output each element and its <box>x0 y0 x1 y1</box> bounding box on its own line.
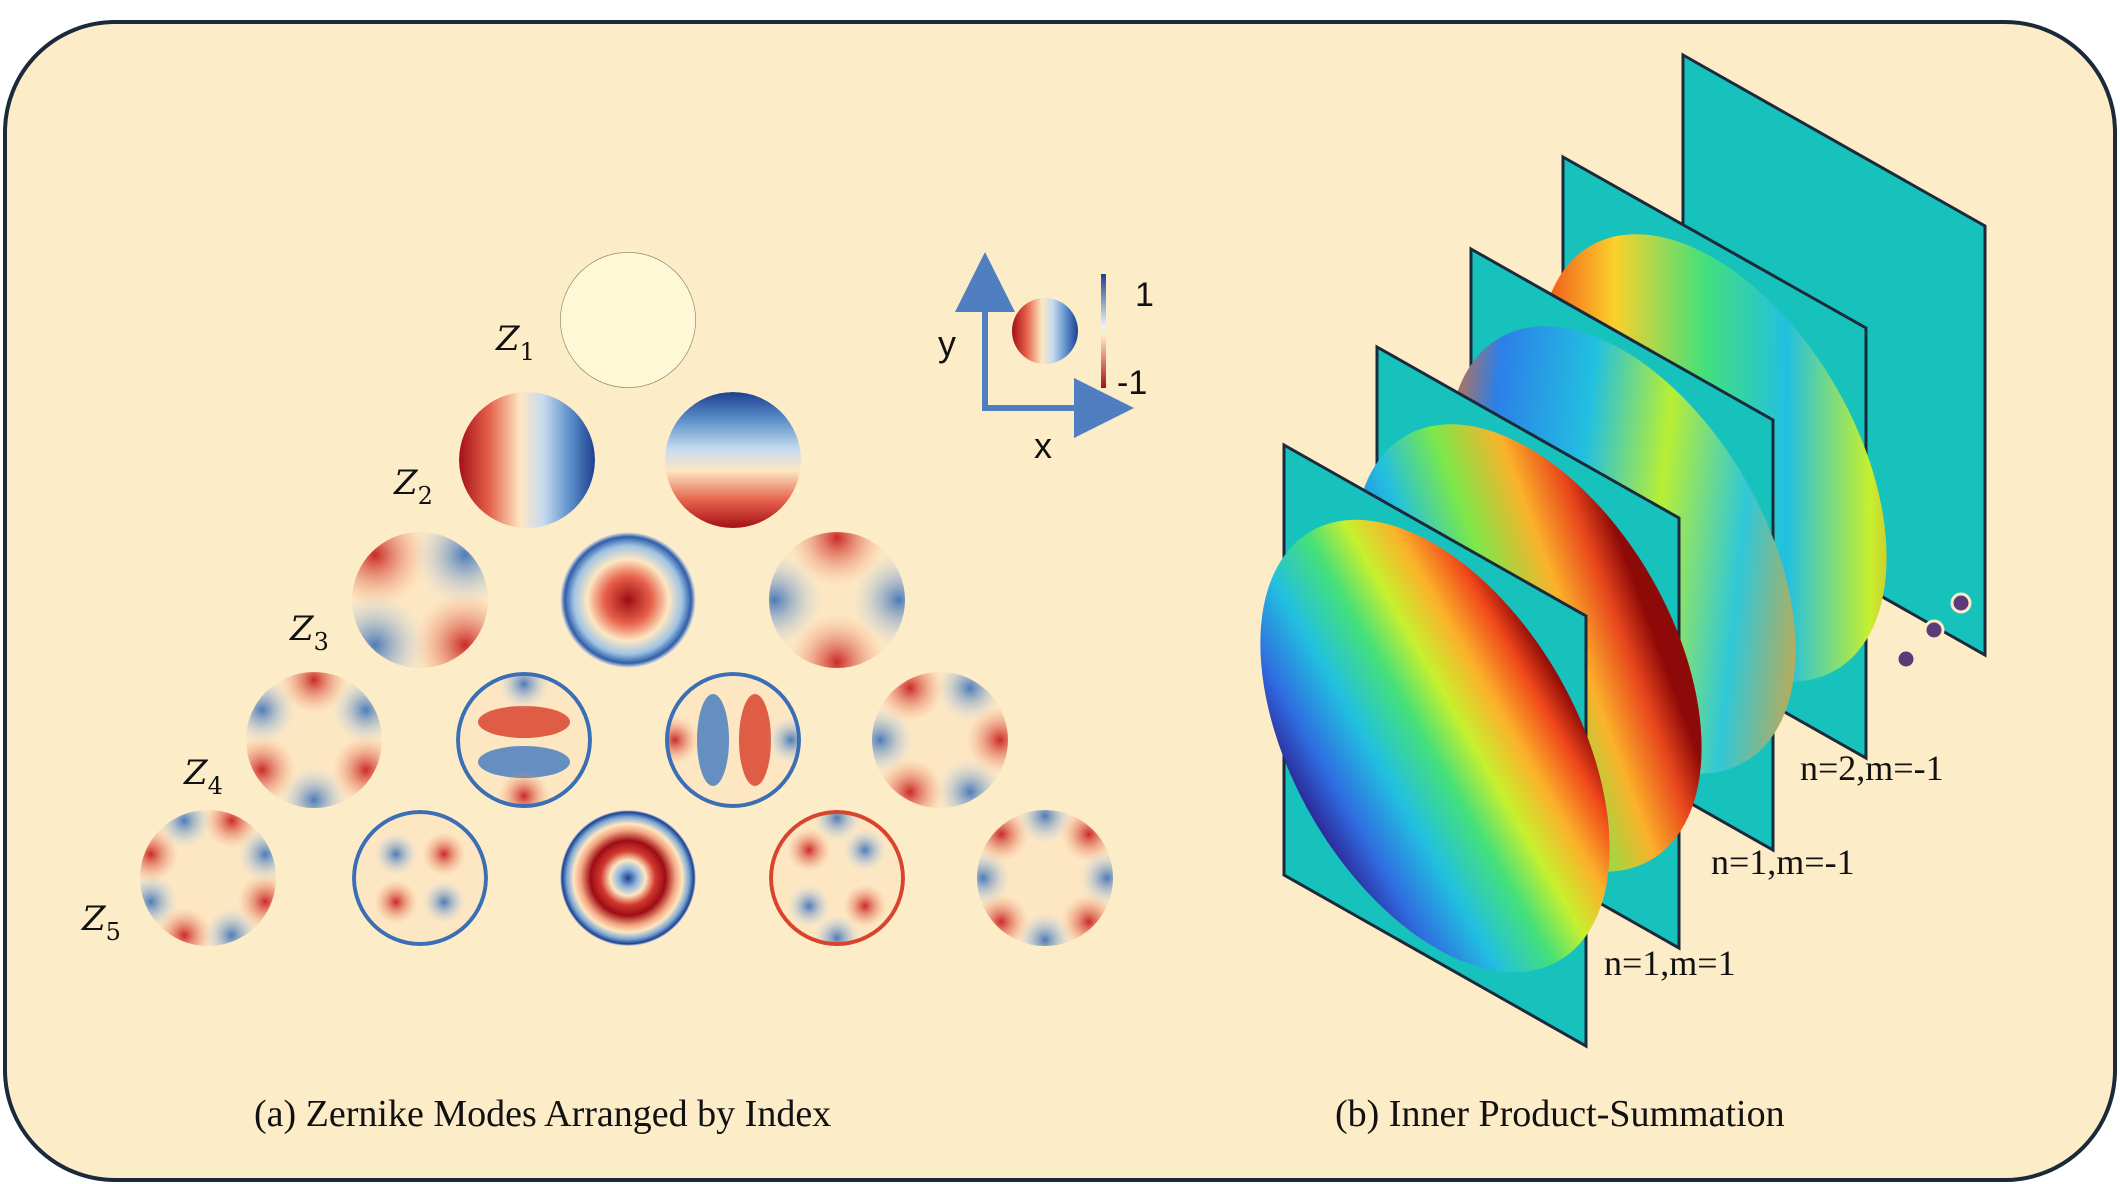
row-label-z1: Z1 <box>495 319 535 366</box>
caption-panel-a: (a) Zernike Modes Arranged by Index <box>254 1093 831 1135</box>
continuation-dot <box>1895 648 1917 670</box>
row-label-z4: Z4 <box>183 753 223 800</box>
plane-label-2: n=1,m=-1 <box>1711 842 1855 882</box>
scale-min-label: -1 <box>1117 364 1147 402</box>
mode-z4-4 <box>872 672 1008 808</box>
mode-z5-4 <box>769 810 905 946</box>
row-label-z5: Z5 <box>81 899 121 946</box>
mode-z5-2 <box>352 810 488 946</box>
mode-z4-3 <box>665 672 801 808</box>
mode-z5-3 <box>560 810 696 946</box>
mode-z5-1 <box>140 810 276 946</box>
continuation-dot <box>1950 592 1972 614</box>
zernike-mode-grid <box>140 252 1113 946</box>
inset-sample-mode <box>1012 298 1078 364</box>
panel-b: n=1,m=1 n=1,m=-1 n=2,m=-1 (b) Inner Prod… <box>1260 52 1987 1135</box>
mode-z5-5 <box>977 810 1113 946</box>
row-label-z2: Z2 <box>393 463 433 510</box>
scale-max-label: 1 <box>1135 276 1154 314</box>
svg-text:Z4: Z4 <box>183 753 223 800</box>
continuation-dot <box>1923 619 1945 641</box>
svg-text:Z1: Z1 <box>495 319 535 366</box>
mode-z3-3 <box>769 532 905 668</box>
svg-text:Z2: Z2 <box>393 463 433 510</box>
mode-z3-2 <box>560 532 696 668</box>
mode-z1-1 <box>560 252 696 388</box>
svg-text:Z3: Z3 <box>289 609 329 656</box>
y-axis-label: y <box>938 323 956 364</box>
color-scale-bar <box>1101 274 1106 388</box>
plane-label-1: n=1,m=1 <box>1604 943 1736 983</box>
plane-label-3: n=2,m=-1 <box>1800 748 1944 788</box>
row-label-z3: Z3 <box>289 609 329 656</box>
coordinate-inset: y x 1 -1 <box>938 252 1154 466</box>
caption-panel-b: (b) Inner Product-Summation <box>1335 1093 1785 1135</box>
mode-z4-2 <box>456 672 592 808</box>
mode-z4-1 <box>246 672 382 808</box>
x-axis-label: x <box>1034 425 1052 466</box>
wavefront-1 <box>1260 519 1610 973</box>
mode-z2-2 <box>665 392 801 528</box>
mode-z2-1 <box>459 392 595 528</box>
panel-a: Z1 Z2 Z3 Z4 Z5 y x 1 -1 (a) Zernike Mode… <box>81 252 1154 1135</box>
svg-text:Z5: Z5 <box>81 899 121 946</box>
mode-z3-1 <box>352 532 488 668</box>
